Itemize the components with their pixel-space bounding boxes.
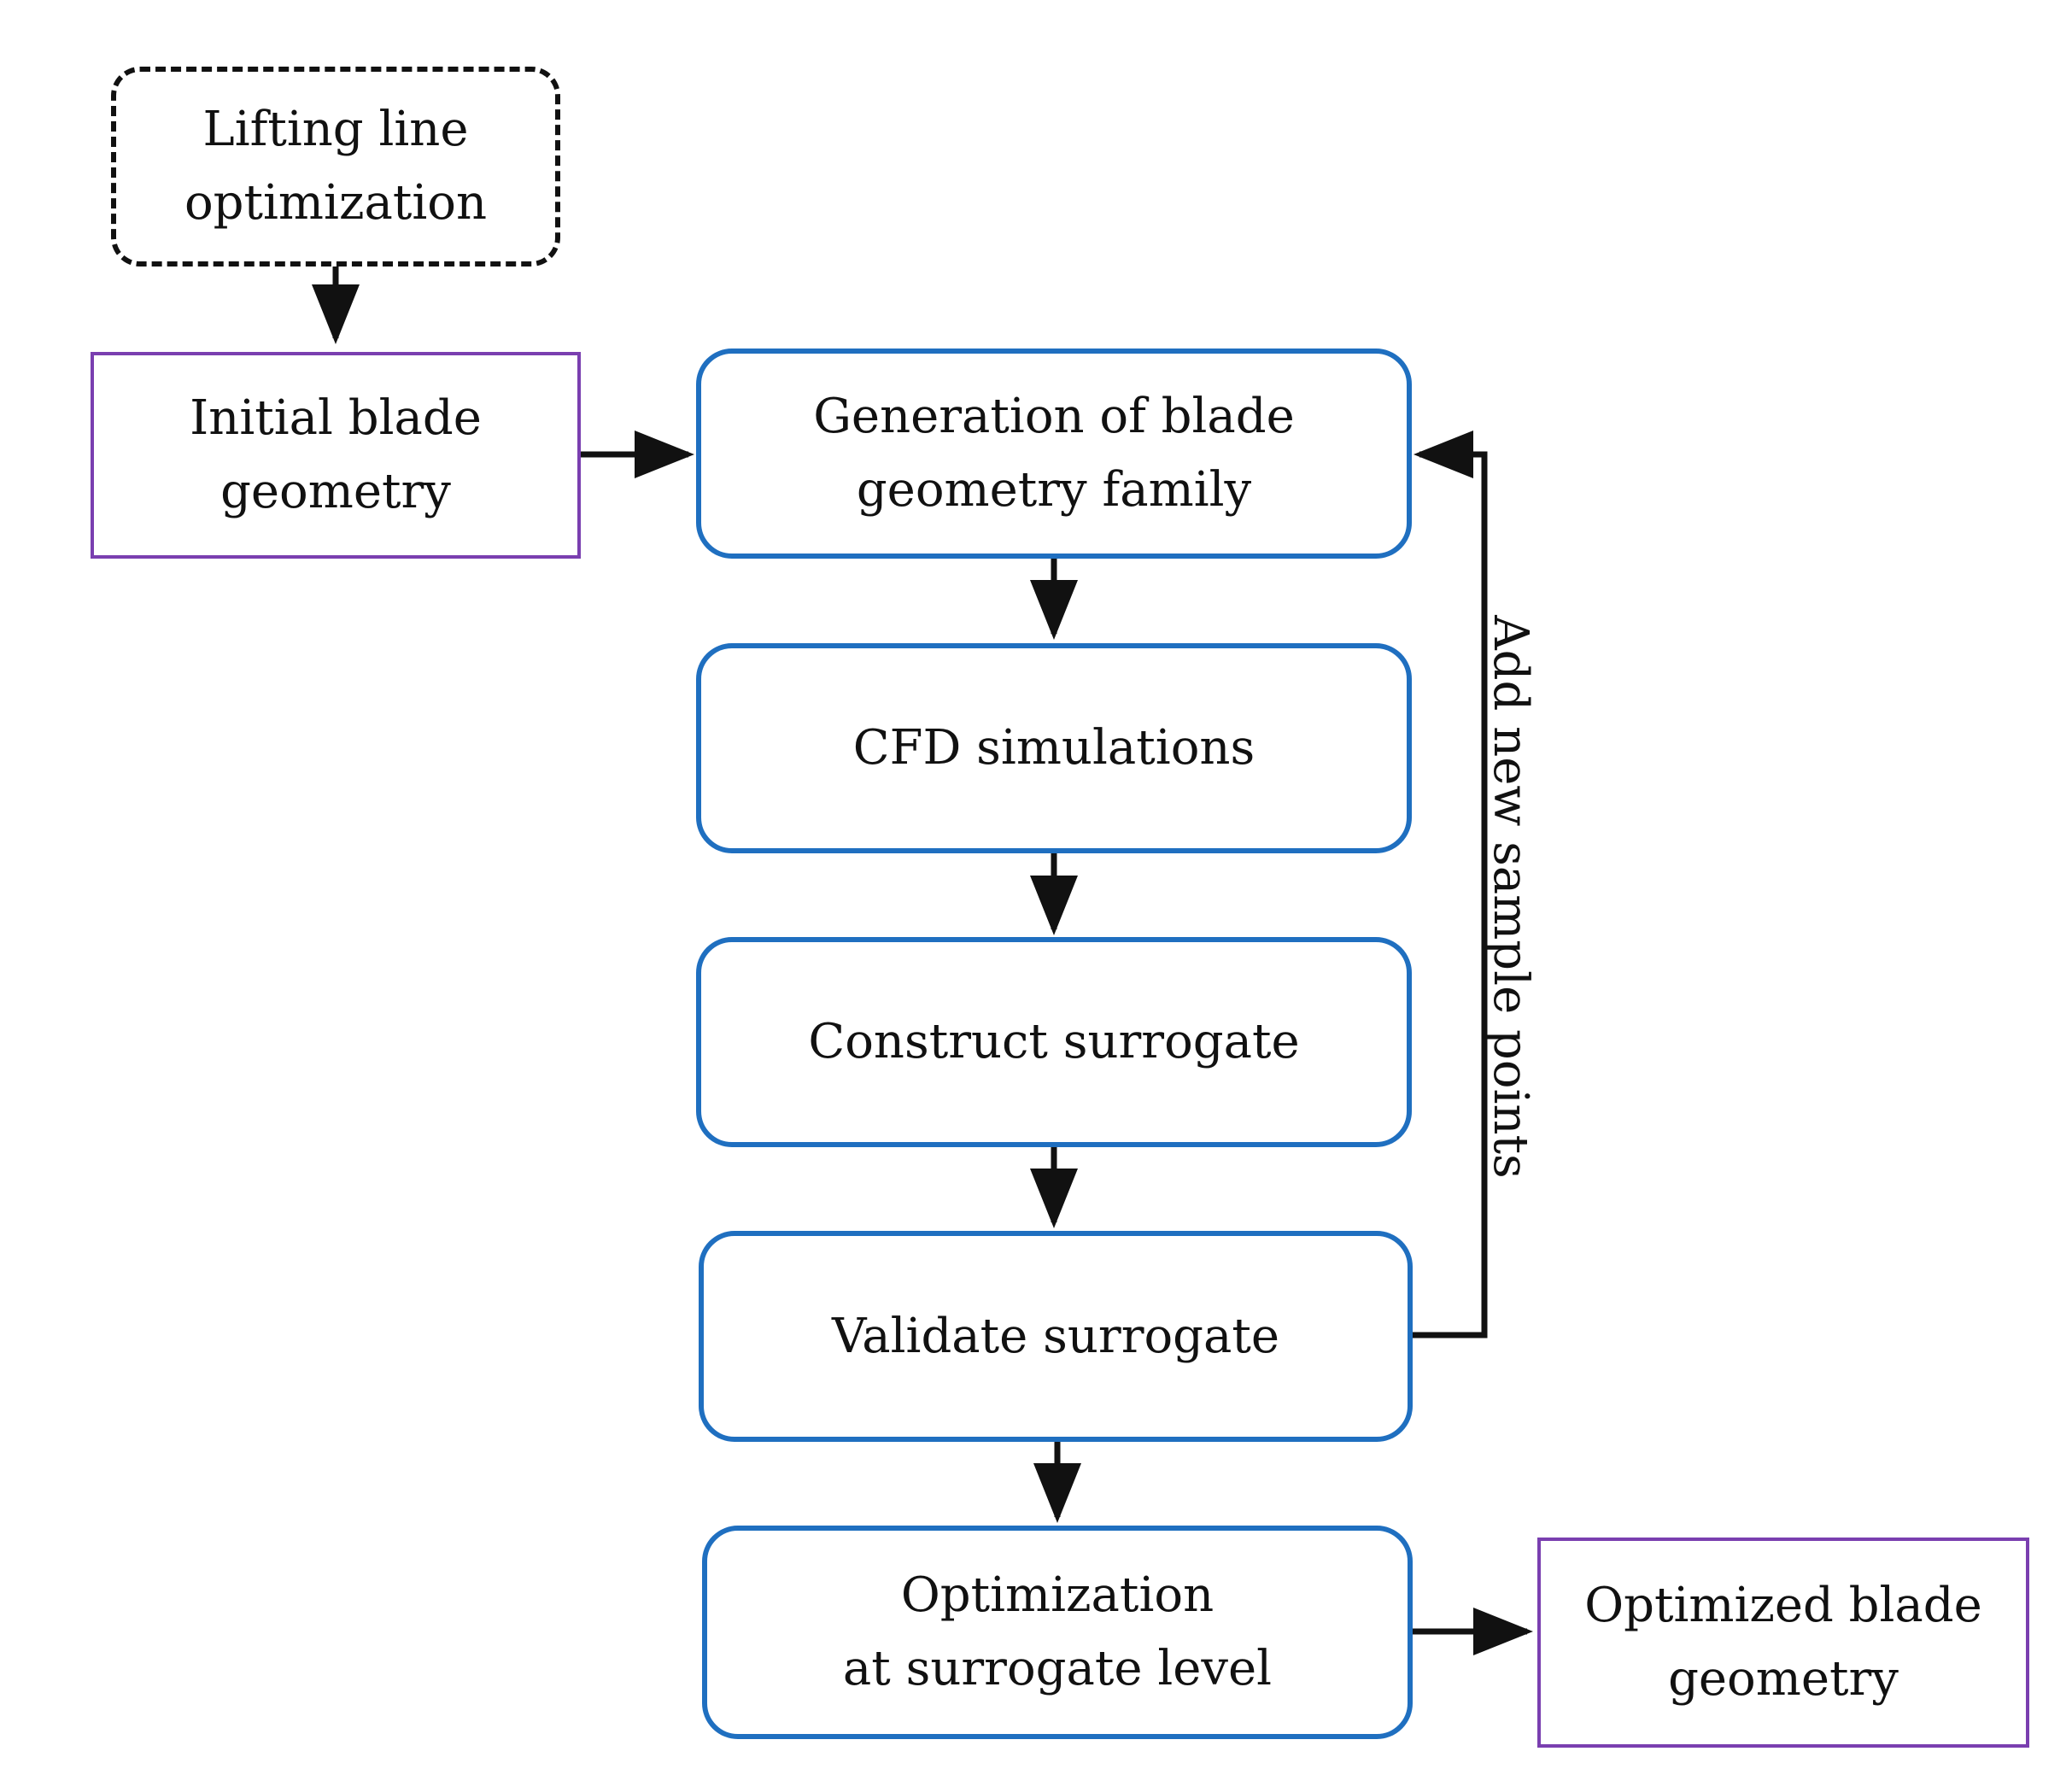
generation-node: Generation of blade geometry family <box>696 349 1412 559</box>
construct-label: Construct surrogate <box>808 1014 1300 1069</box>
feedback-label: Add new sample points <box>1483 615 1538 1179</box>
generation-label-2: geometry family <box>856 462 1252 518</box>
initial-blade-geometry-node: Initial blade geometry <box>91 352 581 559</box>
optimization-label-1: Optimization <box>900 1567 1215 1623</box>
lifting-line-optimization-node: Lifting line optimization <box>111 67 560 267</box>
optimization-label-2: at surrogate level <box>842 1641 1273 1696</box>
validate-label: Validate surrogate <box>831 1308 1280 1364</box>
feedback-loop-line <box>1409 431 1488 1338</box>
lifting-line-label-2: optimization <box>184 175 488 231</box>
cfd-label: CFD simulations <box>852 720 1255 776</box>
generation-label-1: Generation of blade <box>813 389 1295 444</box>
initial-blade-label-1: Initial blade <box>190 390 482 446</box>
optimized-blade-label-2: geometry <box>1668 1651 1899 1707</box>
optimized-blade-geometry-node: Optimized blade geometry <box>1537 1538 2029 1748</box>
optimization-node: Optimization at surrogate level <box>702 1526 1413 1739</box>
cfd-simulations-node: CFD simulations <box>696 643 1412 853</box>
optimized-blade-label-1: Optimized blade <box>1584 1578 1982 1633</box>
validate-surrogate-node: Validate surrogate <box>699 1231 1413 1442</box>
construct-surrogate-node: Construct surrogate <box>696 937 1412 1147</box>
initial-blade-label-2: geometry <box>220 464 451 519</box>
lifting-line-label-1: Lifting line <box>202 102 469 157</box>
